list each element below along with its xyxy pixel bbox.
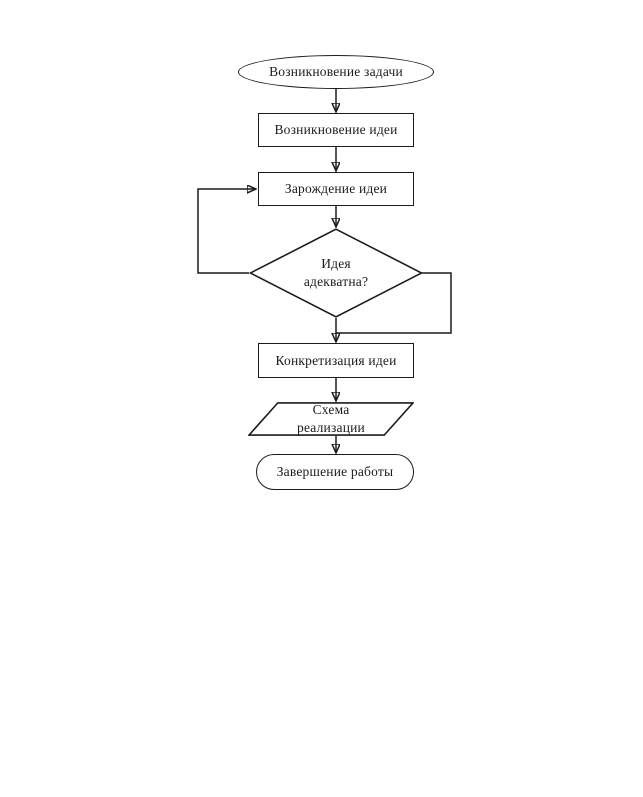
io-implementation-scheme-label: Схема реализации — [297, 402, 365, 435]
terminator-end: Завершение работы — [256, 454, 414, 490]
edge-decision-right-bypass — [336, 272, 452, 334]
parallelogram-shape — [248, 402, 414, 436]
process-idea-gestation: Зарождение идеи — [258, 172, 414, 206]
terminator-start-label: Возникновение задачи — [269, 64, 403, 80]
terminator-end-label: Завершение работы — [276, 464, 394, 480]
process-idea-emergence-label: Возникновение идеи — [274, 122, 398, 138]
process-idea-gestation-label: Зарождение идеи — [284, 181, 388, 197]
process-idea-concretization: Конкретизация идеи — [258, 343, 414, 378]
terminator-start: Возникновение задачи — [238, 55, 434, 89]
edge-decision-left-feedback-loop — [197, 189, 256, 274]
io-implementation-scheme: Схема реализации — [248, 402, 414, 436]
decision-idea-adequate: Идея адекватна? — [249, 228, 423, 318]
diamond-shape — [249, 228, 423, 318]
decision-idea-adequate-label: Идея адекватна? — [303, 256, 369, 289]
process-idea-concretization-label: Конкретизация идеи — [275, 352, 397, 368]
process-idea-emergence: Возникновение идеи — [258, 113, 414, 147]
